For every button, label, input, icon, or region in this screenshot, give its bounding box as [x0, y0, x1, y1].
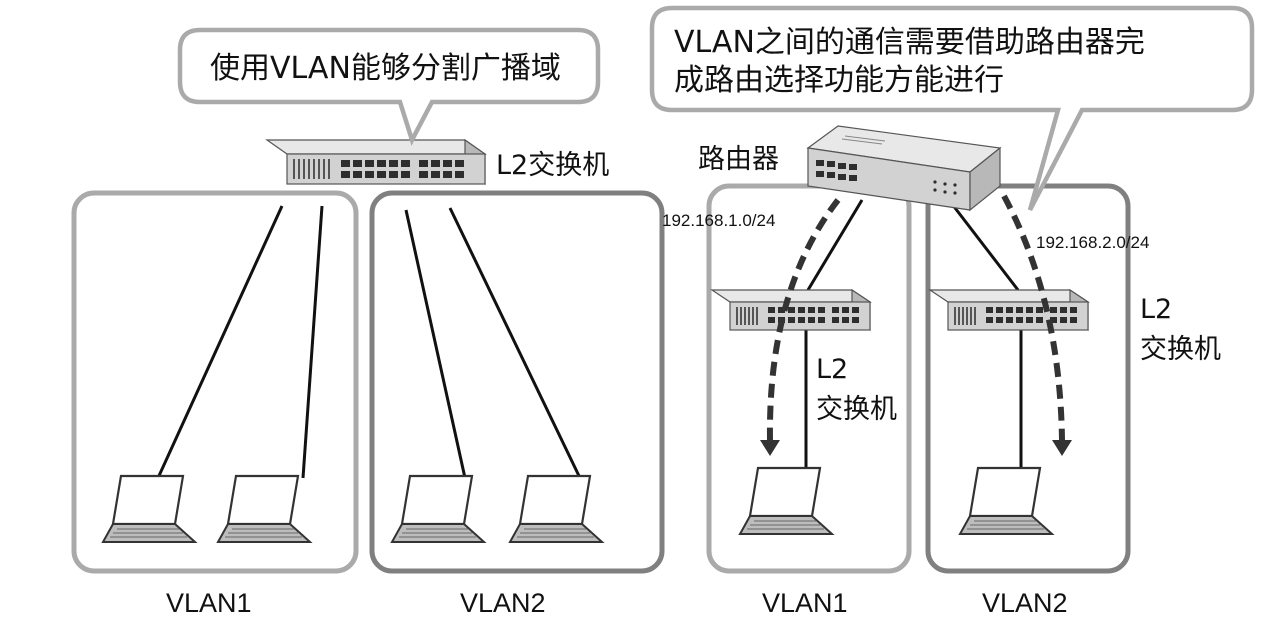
right-cables	[804, 199, 1023, 468]
right-laptop-1-icon	[738, 466, 834, 536]
left-cables	[156, 205, 582, 479]
arrowhead-right-icon	[1052, 440, 1072, 456]
subnet-1-label: 192.168.1.0/24	[662, 211, 775, 230]
right-callout-line-1: VLAN之间的通信需要借助路由器完	[674, 25, 1145, 60]
switch-2-label-line-1: L2	[1140, 294, 1172, 325]
right-l2-switch-1-icon	[711, 289, 871, 331]
left-laptop-1-icon	[101, 474, 197, 544]
arrowhead-left-icon	[760, 440, 780, 456]
switch-1-label-line-1: L2	[816, 354, 848, 385]
router-label: 路由器	[698, 144, 779, 175]
right-callout-line-2: 成路由选择功能方能进行	[674, 63, 1004, 98]
switch-1-label-line-2: 交换机	[816, 394, 897, 425]
left-callout: 使用VLAN能够分割广播域	[177, 27, 601, 146]
subnet-2-label: 192.168.2.0/24	[1036, 233, 1149, 252]
left-switch-label: L2交换机	[496, 150, 609, 181]
right-laptop-2-icon	[958, 466, 1054, 536]
left-diagram: 使用VLAN能够分割广播域 L2交换机 VLAN1 VLAN2	[71, 27, 665, 618]
right-vlan1-label: VLAN1	[762, 588, 848, 618]
left-vlan2-label: VLAN2	[460, 588, 546, 618]
right-vlan2-label: VLAN2	[982, 588, 1068, 618]
left-l2-switch-icon	[266, 139, 486, 185]
left-laptop-3-icon	[390, 474, 486, 544]
left-laptop-2-icon	[216, 474, 312, 544]
switch-2-label-line-2: 交换机	[1140, 334, 1221, 365]
routing-path-arrows	[766, 194, 1065, 441]
router-icon	[806, 125, 1002, 212]
left-vlan1-label: VLAN1	[166, 588, 252, 618]
right-vlan2-box	[925, 183, 1131, 574]
right-diagram: VLAN之间的通信需要借助路由器完 成路由选择功能方能进行 路由器 192.16…	[649, 5, 1255, 618]
left-vlan2-box	[369, 190, 665, 574]
right-callout: VLAN之间的通信需要借助路由器完 成路由选择功能方能进行	[649, 5, 1255, 212]
left-laptop-4-icon	[508, 474, 604, 544]
right-l2-switch-2-icon	[929, 289, 1089, 331]
left-vlan1-box	[71, 190, 359, 574]
left-callout-text: 使用VLAN能够分割广播域	[210, 51, 561, 86]
